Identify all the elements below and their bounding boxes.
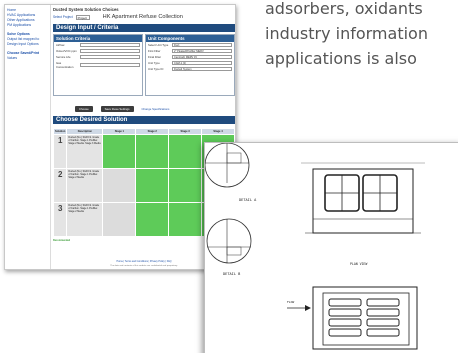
change-specs-link[interactable]: Change Specifications bbox=[141, 107, 170, 111]
action-row: Choose Save these Settings Change Specif… bbox=[53, 106, 235, 112]
stage-cell bbox=[135, 134, 170, 169]
detail-a-circle bbox=[205, 143, 250, 188]
upper-housing bbox=[301, 162, 425, 234]
airflow-input[interactable] bbox=[80, 43, 140, 47]
criteria-field: Airflow bbox=[54, 42, 142, 48]
field-label: Odour/VOC ppm bbox=[56, 49, 77, 53]
field-label: Unit Type bbox=[148, 61, 160, 65]
cad-drawing: DETAIL A DETAIL B PLAN VIEW bbox=[204, 142, 458, 353]
gas-concentration-input[interactable] bbox=[80, 63, 140, 67]
stage-cell bbox=[135, 168, 170, 203]
save-settings-button[interactable]: Save these Settings bbox=[100, 106, 134, 112]
solution-description: Ducted (No.) SGR Fit. Grade of Carbon. S… bbox=[66, 134, 104, 169]
status-legend: Recommended bbox=[53, 239, 235, 242]
background-copy-line: industry information bbox=[265, 24, 428, 43]
detail-b-label: DETAIL B bbox=[223, 272, 240, 276]
stage-cell bbox=[168, 168, 203, 203]
project-name: HK Apartment Refuse Collection bbox=[102, 14, 183, 20]
stage-cell bbox=[102, 202, 137, 237]
criteria-field: Odour/VOC ppm bbox=[54, 48, 142, 54]
odour-input[interactable] bbox=[80, 49, 140, 53]
unit-field: Unit Type CAM-1 (2) bbox=[146, 60, 234, 66]
page-title: Ducted System Solution Choices bbox=[53, 7, 119, 12]
unit-id-select[interactable]: Ducted System bbox=[172, 67, 232, 71]
project-select[interactable]: Project bbox=[75, 14, 90, 20]
field-label: Airflow bbox=[56, 43, 65, 47]
stage-cell bbox=[168, 202, 203, 237]
criteria-field: Service Life bbox=[54, 54, 142, 60]
unit-field: Final Filter CamCarb MERV 15 bbox=[146, 54, 234, 60]
stage-cell bbox=[102, 168, 137, 203]
lower-housing bbox=[312, 286, 418, 350]
flow-label: FLOW bbox=[287, 300, 294, 304]
background-copy-line: applications is also bbox=[265, 49, 417, 68]
footer-notice: The data and contents of this website ar… bbox=[110, 265, 178, 267]
solution-criteria-title: Solution Criteria bbox=[54, 35, 142, 42]
design-section-header: Design Input / Criteria bbox=[53, 24, 235, 32]
final-filter-select[interactable]: CamCarb MERV 15 bbox=[172, 55, 232, 59]
solution-section-header: Choose Desired Solution bbox=[53, 116, 235, 124]
background-copy: adsorbers, oxidants industry information… bbox=[265, 0, 458, 71]
sidebar-group-heading: Solve Options bbox=[7, 32, 30, 36]
solution-criteria-panel: Solution Criteria Airflow Odour/VOC ppm … bbox=[53, 34, 143, 96]
choose-button[interactable]: Choose bbox=[75, 106, 93, 112]
service-life-input[interactable] bbox=[80, 55, 140, 59]
detail-a-label: DETAIL A bbox=[239, 198, 257, 202]
stage-cell bbox=[102, 134, 137, 169]
field-label: Gas Concentration bbox=[56, 61, 74, 69]
field-label: Final Filter bbox=[148, 55, 162, 59]
sidebar-item-pm[interactable]: PM Applications bbox=[7, 23, 32, 27]
sidebar-footer-link[interactable]: Values bbox=[7, 56, 18, 60]
project-label: Select Project bbox=[53, 15, 73, 19]
unit-field: Unit Type ID Ducted System bbox=[146, 66, 234, 72]
recommended-badge: Recommended bbox=[53, 239, 71, 242]
sidebar-group-item[interactable]: Output list mapped to bbox=[7, 37, 40, 41]
sidebar-item-home[interactable]: Home bbox=[7, 8, 17, 12]
detail-b-circle bbox=[206, 218, 252, 264]
sidebar-item-hvac[interactable]: HVAC Applications bbox=[7, 13, 36, 17]
cad-drawing-svg: DETAIL A DETAIL B PLAN VIEW bbox=[205, 143, 425, 350]
field-label: First Filter bbox=[148, 49, 161, 53]
unit-model-select[interactable]: CAM-1 (2) bbox=[172, 61, 232, 65]
background-copy-line: adsorbers, oxidants bbox=[265, 0, 423, 18]
project-row: Select Project Project HK Apartment Refu… bbox=[53, 14, 235, 20]
first-filter-select[interactable]: 2" Pleated/Prefilter MERV bbox=[172, 49, 232, 53]
field-label: Service Life bbox=[56, 55, 71, 59]
sidebar-item-other[interactable]: Other Applications bbox=[7, 18, 35, 22]
stage-cell bbox=[168, 134, 203, 169]
field-label: Unit Type ID bbox=[148, 67, 164, 71]
sidebar-group-item[interactable]: Design Input Options bbox=[7, 42, 39, 46]
sidebar-footer-link[interactable]: Choose Saved/Print bbox=[7, 51, 40, 55]
solution-tool-screenshot: Home HVAC Applications Other Application… bbox=[4, 4, 236, 270]
criteria-field: Gas Concentration bbox=[54, 60, 142, 70]
solution-description: Ducted (No.) SGR Fit. Grade of Carbon. S… bbox=[66, 202, 104, 237]
unit-type-select[interactable]: Duct bbox=[172, 43, 232, 47]
plan-view-label: PLAN VIEW bbox=[350, 262, 367, 266]
unit-field: First Filter 2" Pleated/Prefilter MERV bbox=[146, 48, 234, 54]
solution-description: Ducted (No.) SGR Fit. Grade of Carbon. S… bbox=[66, 168, 104, 203]
solution-number: 2 bbox=[52, 168, 68, 203]
sidebar: Home HVAC Applications Other Application… bbox=[5, 5, 51, 269]
table-header-row: Solution Description Stage 1 Stage 2 Sta… bbox=[52, 128, 235, 135]
field-label: Select Unit Type bbox=[148, 43, 169, 47]
flow-arrow-icon bbox=[287, 305, 311, 311]
solution-number: 1 bbox=[52, 134, 68, 169]
stage-cell bbox=[135, 202, 170, 237]
footer-links[interactable]: Home | Terms and Conditions | Privacy Po… bbox=[116, 260, 172, 263]
unit-components-title: Unit Components bbox=[146, 35, 234, 42]
design-panels: Solution Criteria Airflow Odour/VOC ppm … bbox=[53, 34, 235, 96]
solution-number: 3 bbox=[52, 202, 68, 237]
